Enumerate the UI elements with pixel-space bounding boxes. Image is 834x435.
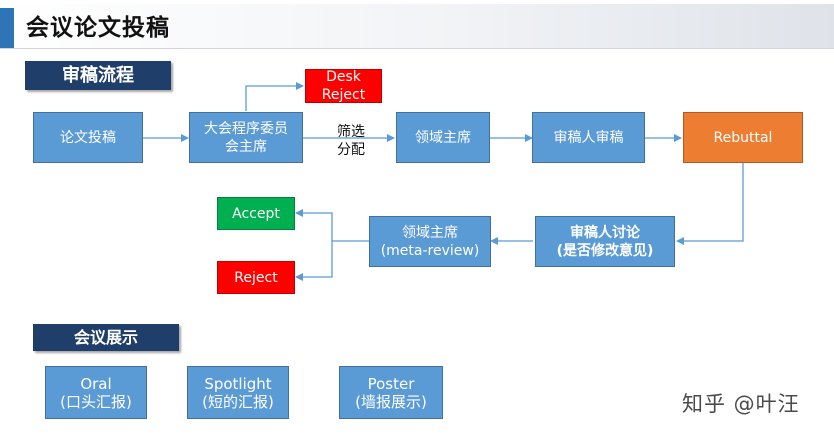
presentation-poster: Poster (墙报展示) xyxy=(339,366,443,419)
node-reject: Reject xyxy=(217,261,295,294)
section-label-review-process: 审稿流程 xyxy=(25,61,171,90)
node-desk-reject: Desk Reject xyxy=(305,69,382,103)
arrow-to-accept xyxy=(295,209,333,241)
node-accept: Accept xyxy=(217,197,295,230)
node-reviewer-discussion: 审稿人讨论 (是否修改意见) xyxy=(535,216,675,267)
page-title: 会议论文投稿 xyxy=(26,15,170,41)
presentation-spotlight: Spotlight (短的汇报) xyxy=(187,366,289,419)
node-pc-chair: 大会程序委员 会主席 xyxy=(189,112,303,163)
node-reviewer: 审稿人审稿 xyxy=(532,112,645,163)
node-meta-review: 领域主席 (meta-review) xyxy=(369,216,491,267)
section-label-presentation: 会议展示 xyxy=(33,324,179,351)
arrow-chair-to-desk-reject xyxy=(245,82,304,111)
edge-label-screen-assign: 筛选 分配 xyxy=(337,124,365,158)
node-area-chair: 领域主席 xyxy=(396,112,490,163)
watermark: 知乎 @叶汪 xyxy=(682,392,800,416)
node-submission: 论文投稿 xyxy=(33,112,143,163)
arrow-to-reject xyxy=(295,241,333,281)
arrow-rebuttal-to-discussion xyxy=(676,163,744,245)
presentation-oral: Oral (口头汇报) xyxy=(45,366,147,419)
title-accent-bar xyxy=(0,8,14,48)
node-rebuttal: Rebuttal xyxy=(683,112,803,163)
title-bar xyxy=(0,4,834,49)
